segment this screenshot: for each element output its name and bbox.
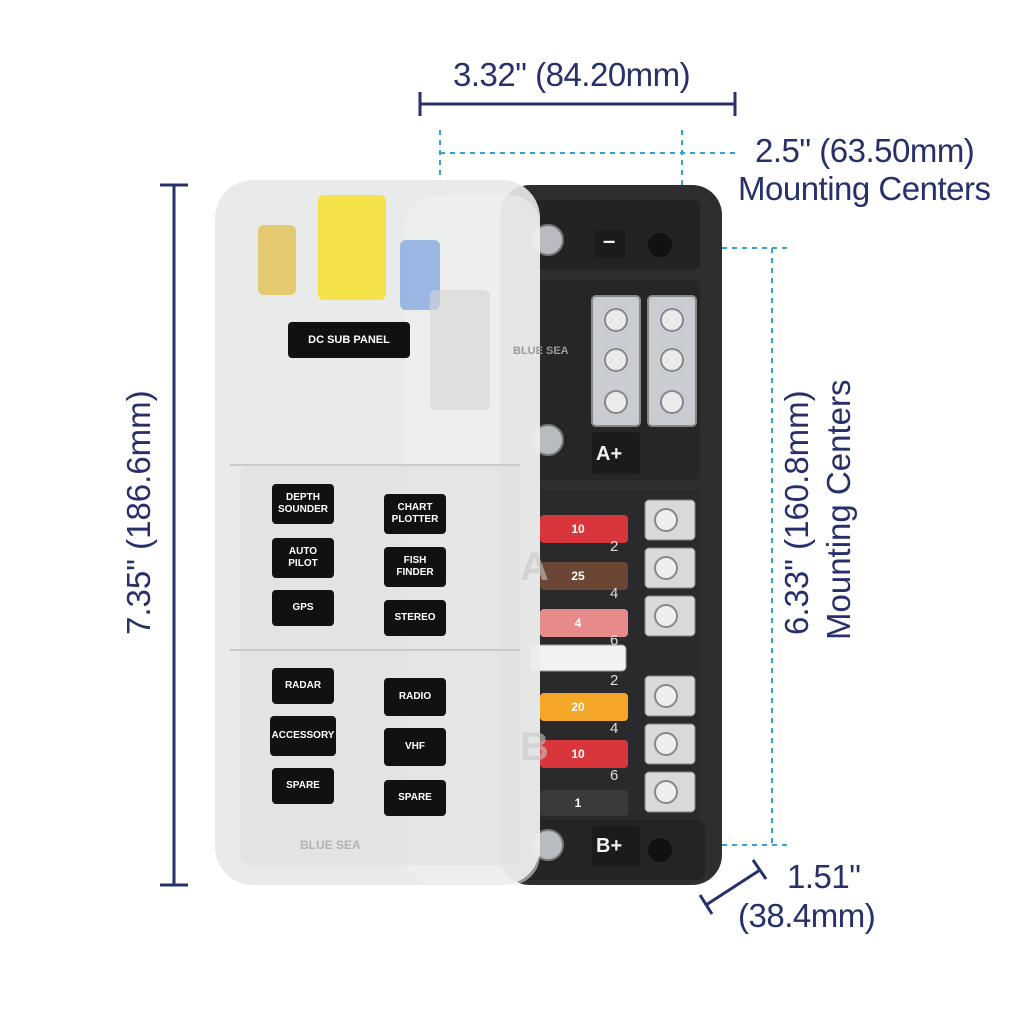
cover-brand-mark: BLUE SEA bbox=[300, 838, 361, 852]
slot-number: 6 bbox=[610, 632, 619, 649]
mounting-height-dimension: 6.33" (160.8mm) bbox=[778, 390, 815, 635]
slot-number: 2 bbox=[610, 538, 619, 555]
slot-number: 2 bbox=[610, 672, 619, 689]
circuit-label-left-2: AUTO PILOT bbox=[272, 538, 334, 578]
height-dimension: 7.35" (186.6mm) bbox=[120, 390, 157, 635]
spare-fuse bbox=[400, 240, 440, 310]
fuse-rating: 1 bbox=[574, 796, 582, 810]
fuse bbox=[540, 609, 628, 637]
circuit-label-right-4: RADIO bbox=[384, 678, 446, 716]
mounting-width-caption: Mounting Centers bbox=[738, 170, 991, 207]
slot-number: 6 bbox=[610, 767, 619, 784]
circuit-label-left-4: RADAR bbox=[272, 668, 334, 704]
mounting-height-caption: Mounting Centers bbox=[820, 379, 857, 640]
mounting-width-dimension: 2.5" (63.50mm) bbox=[755, 132, 975, 169]
mounting-guides bbox=[439, 130, 790, 846]
circuit-label-left-1: DEPTH SOUNDER bbox=[272, 484, 334, 524]
fuse-rating: 4 bbox=[574, 616, 582, 630]
circuit-label-right-6: SPARE bbox=[384, 780, 446, 816]
slot-number: 4 bbox=[610, 720, 619, 737]
circuit-label-right-2: FISH FINDER bbox=[384, 547, 446, 587]
fuse-rating: 20 bbox=[571, 700, 585, 714]
spare-fuse bbox=[430, 290, 490, 410]
circuit-label-right-3: STEREO bbox=[384, 600, 446, 636]
circuit-label-left-6: SPARE bbox=[272, 768, 334, 804]
fuses bbox=[529, 515, 628, 816]
clear-cover bbox=[215, 180, 540, 885]
circuit-label-right-1: CHART PLOTTER bbox=[384, 494, 446, 534]
width-dimension: 3.32" (84.20mm) bbox=[453, 56, 691, 93]
bank-b-mark: B bbox=[520, 725, 549, 769]
fuse-rating: 10 bbox=[571, 747, 585, 761]
bank-a-mark: A bbox=[520, 545, 549, 589]
dimension-lines bbox=[160, 92, 768, 915]
depth-dimension-mm: (38.4mm) bbox=[738, 897, 876, 934]
negative-terminal-label: – bbox=[603, 228, 616, 253]
fuse bbox=[540, 693, 628, 721]
terminal-screws bbox=[532, 224, 684, 862]
spare-fuse bbox=[258, 225, 296, 295]
fuse-block bbox=[500, 185, 722, 885]
fuse-rating: 10 bbox=[571, 522, 585, 536]
fuse bbox=[540, 740, 628, 768]
spare-fuse bbox=[318, 195, 386, 300]
circuit-label-left-5: ACCESSORY bbox=[270, 716, 336, 756]
fuse bbox=[540, 562, 628, 590]
fuse bbox=[540, 515, 628, 543]
cover-title: DC SUB PANEL bbox=[288, 322, 410, 358]
fuse-rating: 25 bbox=[571, 569, 585, 583]
fuse bbox=[540, 790, 628, 816]
terminal-a-label: A+ bbox=[596, 443, 623, 465]
slot-number: 4 bbox=[610, 585, 619, 602]
circuit-label-left-3: GPS bbox=[272, 590, 334, 626]
block-brand: BLUE SEA bbox=[513, 345, 569, 357]
terminal-b-label: B+ bbox=[596, 835, 623, 857]
circuit-label-right-5: VHF bbox=[384, 728, 446, 766]
depth-dimension-inches: 1.51" bbox=[787, 858, 861, 895]
output-terminals bbox=[644, 499, 696, 813]
